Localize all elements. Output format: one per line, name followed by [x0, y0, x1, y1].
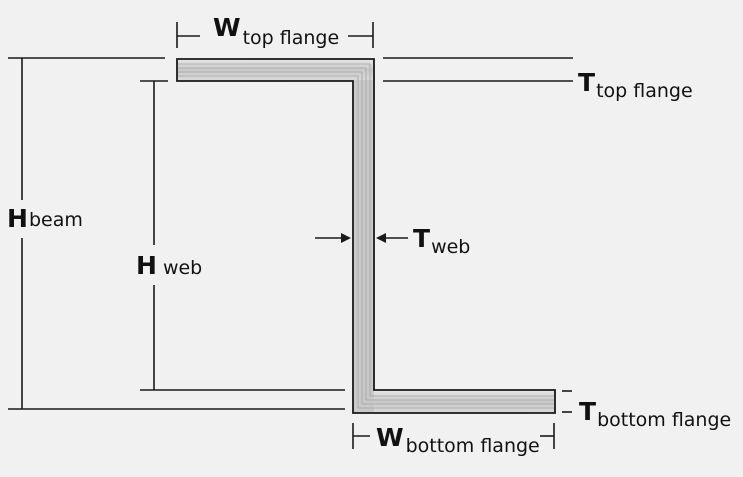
- t-web-dimension: [315, 233, 408, 243]
- h-web-dimension: [140, 80, 345, 391]
- t-bottom-flange-label: Tbottom flange: [579, 397, 731, 431]
- section-stripes: [178, 63, 554, 409]
- w-top-flange-dimension: [176, 22, 374, 48]
- h-beam-label: Hbeam: [7, 204, 83, 233]
- h-beam-dimension: [8, 57, 345, 410]
- bottom-flange-fill: [374, 391, 554, 412]
- t-web-label: Tweb: [413, 224, 470, 258]
- t-bottom-flange-dimension: [562, 390, 572, 413]
- z-section-outline: [176, 58, 556, 414]
- w-bottom-flange-dimension: [352, 423, 555, 449]
- t-web-arrow-right: [376, 233, 386, 243]
- t-top-flange-dimension: [383, 57, 573, 82]
- t-web-arrow-left: [341, 233, 351, 243]
- z-section: [176, 58, 556, 414]
- t-top-flange-label: Ttop flange: [578, 68, 693, 102]
- top-flange-fill: [178, 60, 373, 80]
